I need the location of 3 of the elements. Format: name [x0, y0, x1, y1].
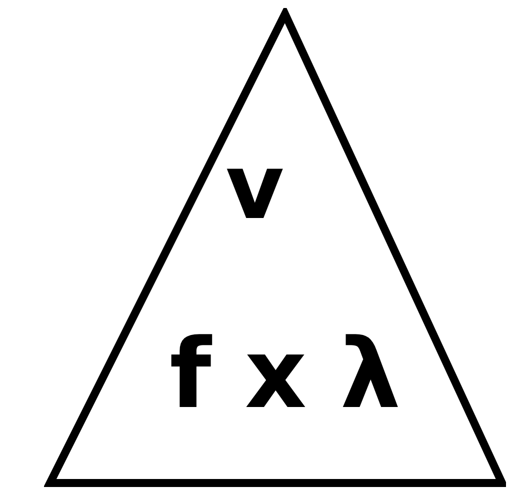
formula-denominator: f x λ: [170, 326, 401, 422]
formula-numerator: v: [226, 143, 284, 233]
formula-triangle: [44, 8, 506, 488]
